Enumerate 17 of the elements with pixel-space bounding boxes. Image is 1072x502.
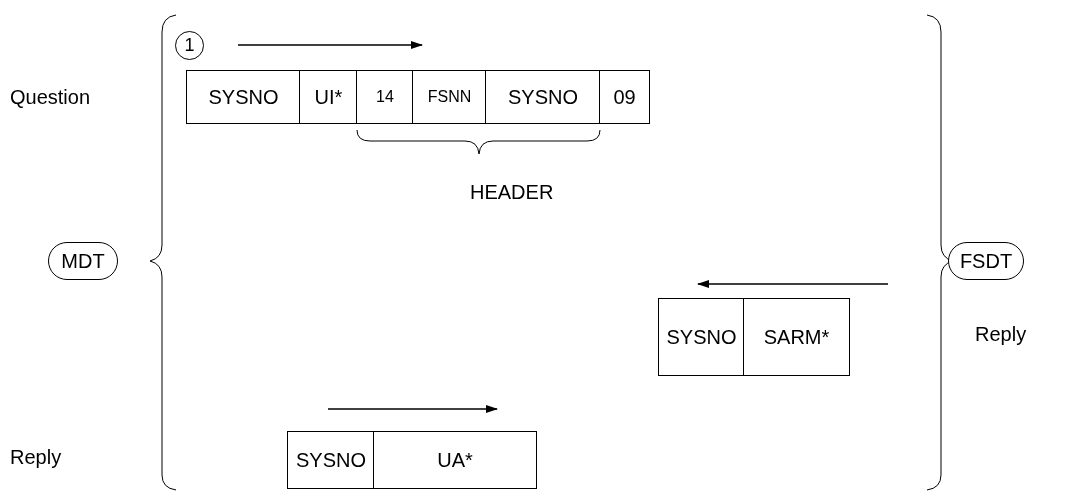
frame-field: FSNN (412, 70, 487, 124)
station-label: MDT (48, 242, 118, 280)
frame-field: 09 (599, 70, 650, 124)
callout-number: 1 (175, 31, 204, 60)
frame-field: SYSNO (658, 298, 745, 376)
frame-field: UA* (373, 431, 537, 489)
frame-field: SYSNO (186, 70, 301, 124)
direction-label: Question (10, 86, 91, 109)
frame-field: SYSNO (287, 431, 375, 489)
frame-field: SYSNO (485, 70, 601, 124)
brace-label: HEADER (470, 181, 554, 204)
frame-field: UI* (299, 70, 358, 124)
frame-field: SARM* (743, 298, 850, 376)
direction-label: Reply (975, 323, 1027, 346)
station-label: FSDT (948, 242, 1024, 280)
frame-field: 14 (356, 70, 414, 124)
direction-label: Reply (10, 446, 62, 469)
